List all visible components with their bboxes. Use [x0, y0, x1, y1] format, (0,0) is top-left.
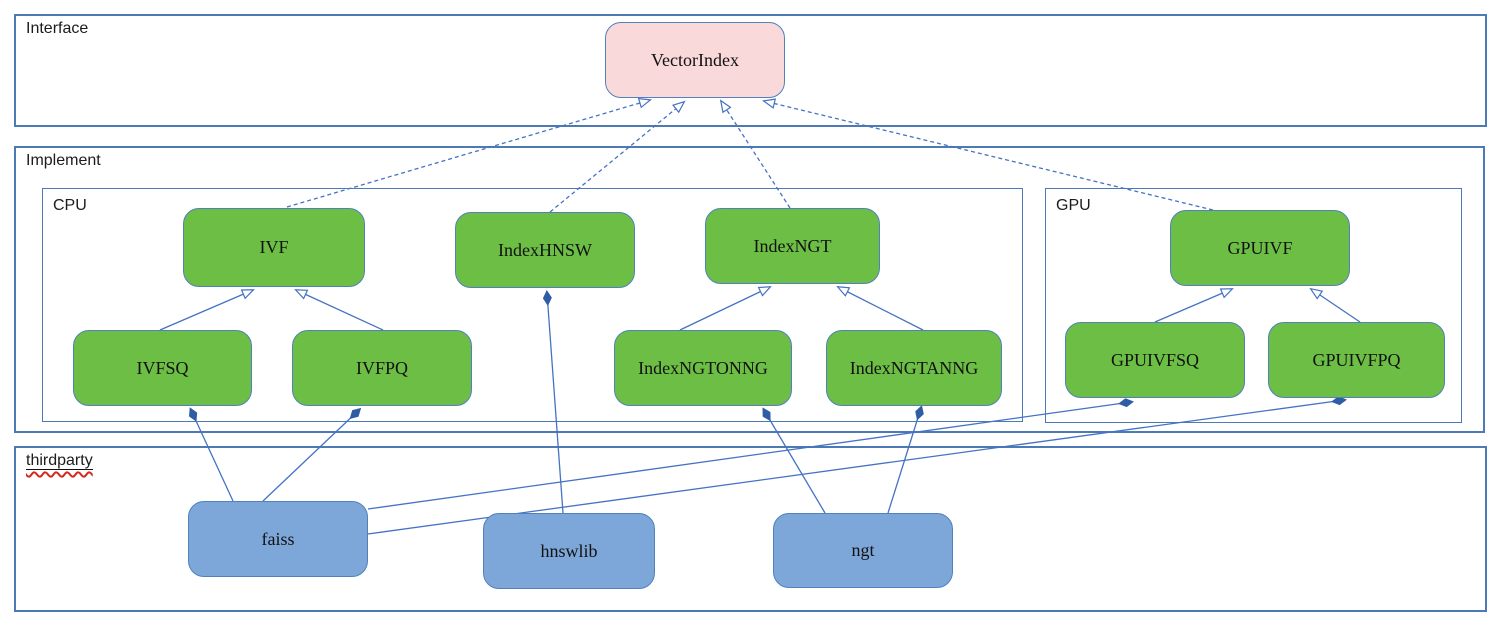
node-vectorindex-label: VectorIndex: [651, 49, 739, 70]
node-ngt[interactable]: ngt: [773, 513, 953, 588]
node-hnswlib[interactable]: hnswlib: [483, 513, 655, 589]
section-interface-label: Interface: [26, 20, 89, 37]
node-ivf[interactable]: IVF: [183, 208, 365, 287]
section-cpu-label: CPU: [53, 197, 87, 214]
node-vectorindex[interactable]: VectorIndex: [605, 22, 785, 98]
node-ivfsq-label: IVFSQ: [136, 357, 189, 378]
section-thirdparty-label: thirdparty: [26, 452, 93, 470]
node-gpuivfpq[interactable]: GPUIVFPQ: [1268, 322, 1445, 398]
node-gpuivfsq[interactable]: GPUIVFSQ: [1065, 322, 1245, 398]
node-indexngtanng-label: IndexNGTANNG: [849, 357, 979, 378]
node-indexhnsw[interactable]: IndexHNSW: [455, 212, 635, 288]
section-gpu-label: GPU: [1056, 197, 1091, 214]
node-gpuivfpq-label: GPUIVFPQ: [1312, 349, 1401, 370]
node-indexngtonng-label: IndexNGTONNG: [638, 357, 768, 378]
node-ivf-label: IVF: [259, 237, 289, 257]
node-indexhnsw-label: IndexHNSW: [498, 239, 592, 260]
node-ngt-label: ngt: [851, 540, 875, 560]
node-indexngtonng[interactable]: IndexNGTONNG: [614, 330, 792, 406]
node-ivfpq-label: IVFPQ: [355, 357, 408, 378]
node-ivfsq[interactable]: IVFSQ: [73, 330, 252, 406]
node-indexngt[interactable]: IndexNGT: [705, 208, 880, 284]
node-gpuivfsq-label: GPUIVFSQ: [1110, 349, 1200, 370]
node-gpuivf[interactable]: GPUIVF: [1170, 210, 1350, 286]
node-ivfpq[interactable]: IVFPQ: [292, 330, 472, 406]
node-gpuivf-label: GPUIVF: [1227, 237, 1293, 258]
node-indexngt-label: IndexNGT: [753, 235, 832, 256]
node-faiss-label: faiss: [261, 528, 295, 549]
section-implement-label: Implement: [26, 152, 101, 169]
node-faiss[interactable]: faiss: [188, 501, 368, 577]
node-indexngtanng[interactable]: IndexNGTANNG: [826, 330, 1002, 406]
node-hnswlib-label: hnswlib: [540, 540, 598, 561]
